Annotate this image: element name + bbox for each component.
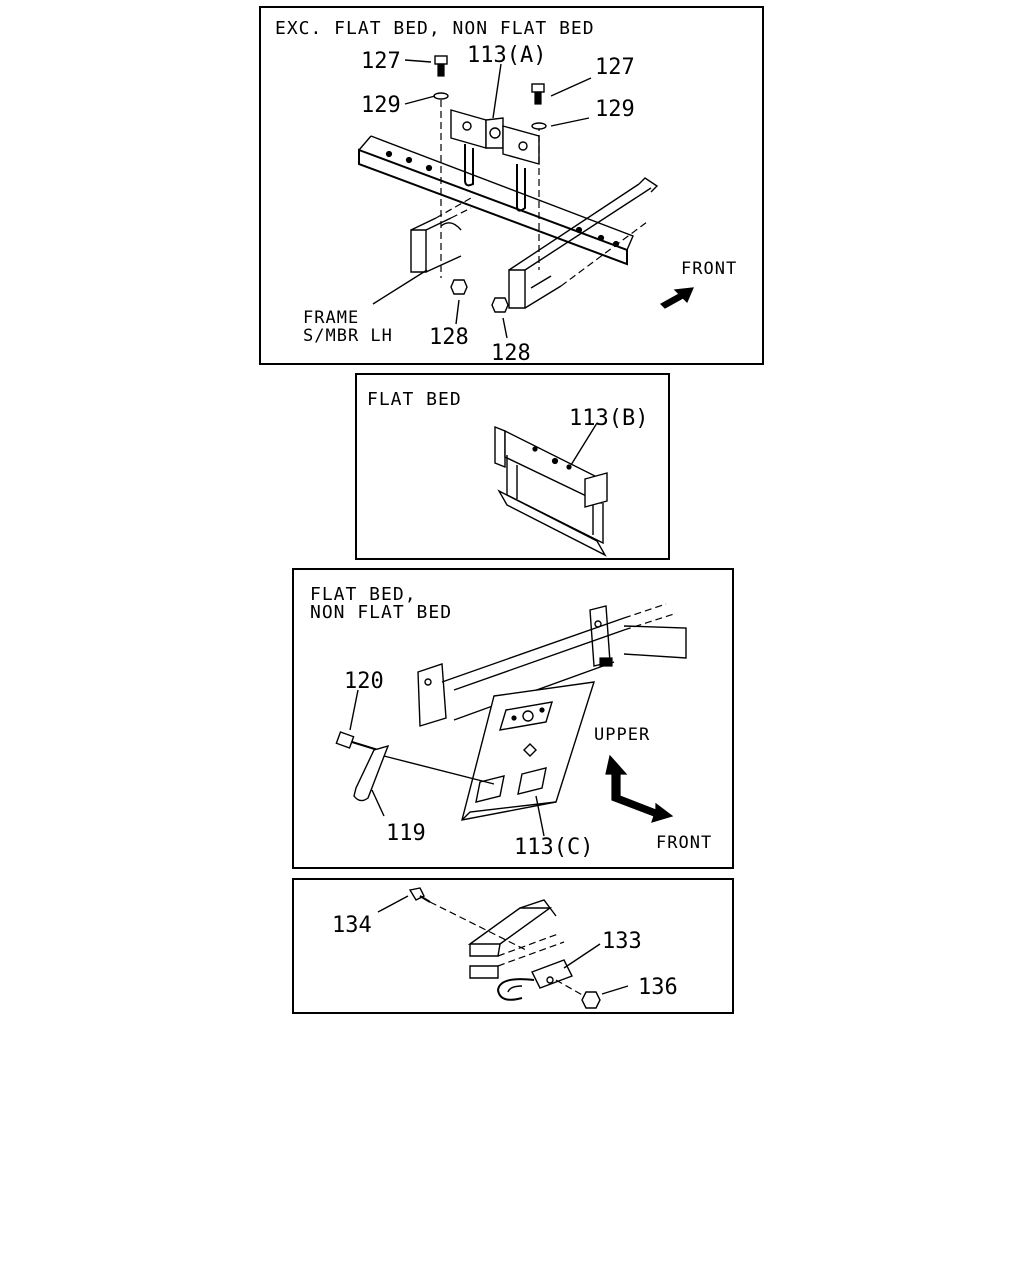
- callout-128-right: 128: [491, 341, 531, 366]
- bracket-113b: [494, 425, 608, 557]
- panel-exc-flat-bed-drawing: EXC. FLAT BED, NON FLAT BED: [275, 18, 737, 366]
- panel-title-line1: FLAT BED,: [310, 584, 417, 605]
- callout-127-right: 127: [595, 55, 635, 80]
- callout-133: 133: [602, 929, 642, 954]
- frame-rail: [467, 899, 565, 979]
- callout-113b: 113(B): [569, 406, 648, 431]
- panel-flat-bed: FLAT BED 113(B): [355, 373, 670, 560]
- panel-tow-hook: 134 133 136: [292, 878, 734, 1014]
- callout-113c: 113(C): [514, 835, 593, 860]
- panel-flat-bed-non-flat-bed: FLAT BED, NON FLAT BED: [292, 568, 734, 869]
- panel-tow-bracket-drawing: FLAT BED, NON FLAT BED: [310, 584, 712, 860]
- bolt-127-right-icon: [531, 83, 545, 105]
- direction-front-label: FRONT: [681, 259, 737, 279]
- callout-134: 134: [332, 913, 372, 938]
- direction-front-label: FRONT: [656, 833, 712, 853]
- callout-129-left: 129: [361, 93, 401, 118]
- arrow-front-icon: [660, 287, 694, 309]
- bolt-120-icon: [335, 731, 379, 751]
- callout-frame-line2: S/MBR LH: [303, 326, 393, 346]
- frame-rail-right: [508, 177, 659, 309]
- bracket-113c: [461, 681, 596, 821]
- arrow-upper-front-icon: [605, 754, 674, 823]
- panel-title-line2: NON FLAT BED: [310, 602, 452, 623]
- callout-119: 119: [386, 821, 426, 846]
- washer-129-right-icon: [531, 122, 547, 130]
- callout-129-right: 129: [595, 97, 635, 122]
- panel-title: FLAT BED: [367, 389, 462, 410]
- bracket-113a: [450, 109, 540, 212]
- frame-rail-left: [410, 197, 472, 273]
- bolt-134-icon: [408, 887, 431, 903]
- clip-119: [353, 744, 495, 802]
- callout-127-left: 127: [361, 49, 401, 74]
- nut-128-right-icon: [491, 297, 509, 313]
- nut-136-icon: [581, 991, 601, 1009]
- nut-128-left-icon: [450, 279, 468, 295]
- panel-title: EXC. FLAT BED, NON FLAT BED: [275, 18, 595, 39]
- bolt-127-left-icon: [434, 55, 448, 77]
- tow-hook-133: [496, 959, 573, 1001]
- panel-tow-hook-drawing: 134 133 136: [332, 887, 678, 1009]
- callout-frame-line1: FRAME: [303, 308, 359, 328]
- panel-exc-flat-bed: EXC. FLAT BED, NON FLAT BED: [259, 6, 764, 366]
- callout-120: 120: [344, 669, 384, 694]
- callout-113a: 113(A): [467, 43, 546, 68]
- callout-128-left: 128: [429, 325, 469, 350]
- washer-129-left-icon: [433, 92, 449, 100]
- callout-136: 136: [638, 975, 678, 1000]
- direction-upper-label: UPPER: [594, 725, 650, 745]
- cross-member: [358, 135, 634, 266]
- panel-flat-bed-drawing: FLAT BED 113(B): [367, 389, 648, 557]
